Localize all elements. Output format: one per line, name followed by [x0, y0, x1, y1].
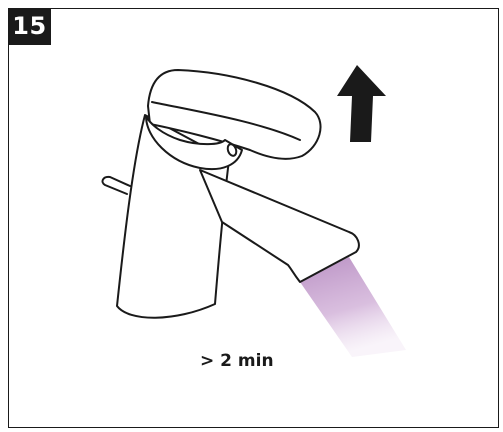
lever-top-edge — [151, 101, 301, 141]
faucet-collar — [145, 115, 243, 170]
step-number-badge: 15 — [8, 8, 51, 45]
drain-rod — [101, 175, 131, 195]
duration-label: > 2 min — [200, 351, 274, 371]
arrow-up-icon — [337, 65, 386, 142]
aerator-slot — [226, 143, 238, 157]
faucet-spout — [199, 169, 360, 283]
water-flow-icon — [300, 257, 406, 357]
